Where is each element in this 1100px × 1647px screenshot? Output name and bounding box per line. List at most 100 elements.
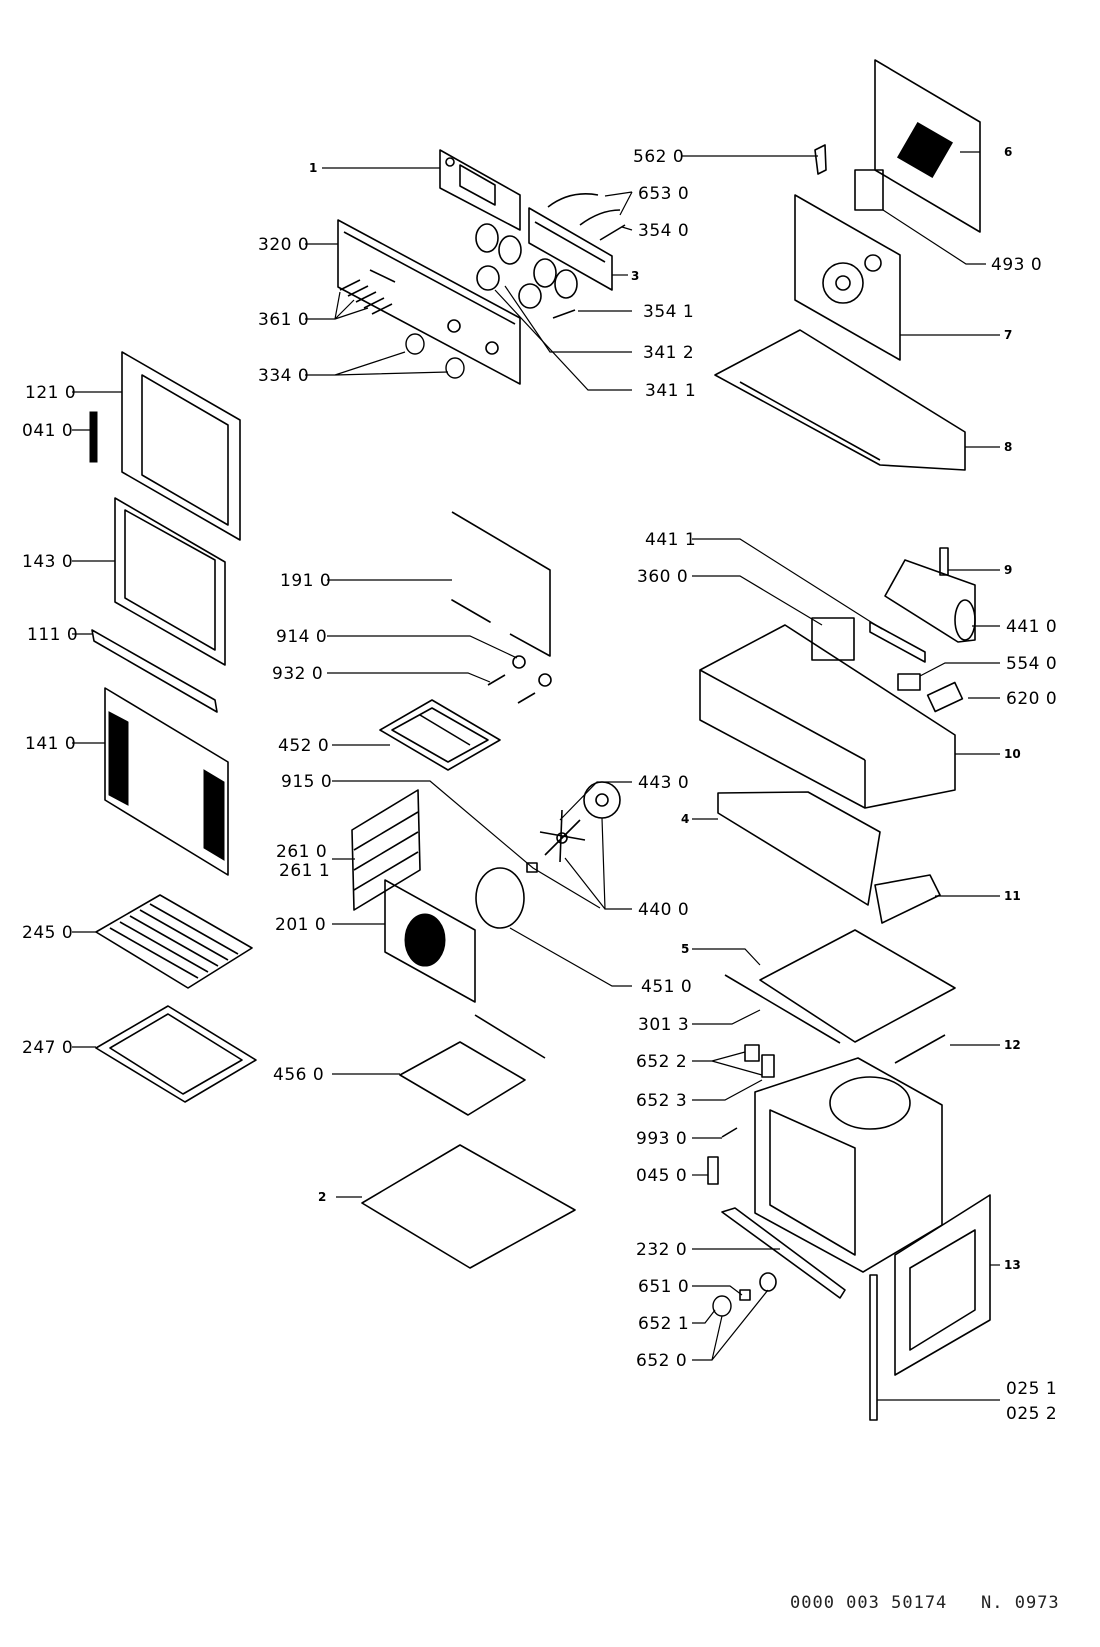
part-control-panel-cover: [439, 149, 521, 231]
part-door-seal: [451, 511, 551, 657]
label-915-0: 915 0: [281, 772, 332, 792]
label-562-0: 562 0: [633, 147, 684, 167]
label-301-3: 301 3: [638, 1015, 689, 1035]
label-354-1: 354 1: [643, 302, 694, 322]
part-outer-glass: [104, 687, 229, 876]
part-screw: [721, 1127, 738, 1138]
label-7: 7: [1004, 328, 1012, 342]
part-grill-element: [379, 699, 501, 771]
label-232-0: 232 0: [636, 1240, 687, 1260]
part-door-handle-strip: [91, 629, 218, 713]
part-bracket-11: [874, 874, 941, 924]
label-341-1: 341 1: [645, 381, 696, 401]
label-10: 10: [1004, 747, 1021, 761]
label-2: 2: [318, 1190, 326, 1204]
part-strip-12: [894, 1034, 946, 1064]
label-11: 11: [1004, 889, 1021, 903]
part-springs: [487, 674, 536, 704]
part-buttons: [339, 279, 393, 315]
label-440-0: 440 0: [638, 900, 689, 920]
label-451-0: 451 0: [641, 977, 692, 997]
part-switch: [814, 144, 827, 175]
label-1: 1: [309, 161, 317, 175]
part-latch: [707, 1156, 719, 1185]
part-wire-rack: [95, 894, 253, 989]
part-lamp: [926, 681, 964, 713]
part-side-panel-4: [717, 791, 881, 906]
leader-lines: [72, 151, 1000, 1401]
label-456-0: 456 0: [273, 1065, 324, 1085]
label-041-0: 041 0: [22, 421, 73, 441]
part-hinge: [89, 411, 98, 463]
part-motor-bushing: [526, 862, 538, 873]
part-fan-motor: [583, 781, 621, 819]
label-3: 3: [631, 269, 639, 283]
label-8: 8: [1004, 440, 1012, 454]
label-143-0: 143 0: [22, 552, 73, 572]
label-620-0: 620 0: [1006, 689, 1057, 709]
part-circuit-board: [528, 207, 613, 291]
label-651-0: 651 0: [638, 1277, 689, 1297]
label-4: 4: [681, 812, 689, 826]
part-bottom-plate: [361, 1144, 576, 1269]
part-back-wall: [794, 194, 901, 361]
part-door-inner-frame: [121, 351, 241, 541]
part-thermostat: [897, 673, 921, 691]
label-493-0: 493 0: [991, 255, 1042, 275]
label-261-1: 261 1: [279, 861, 330, 881]
part-top-frame: [699, 624, 956, 809]
label-554-0: 554 0: [1006, 654, 1057, 674]
label-354-0: 354 0: [638, 221, 689, 241]
label-914-0: 914 0: [276, 627, 327, 647]
label-360-0: 360 0: [637, 567, 688, 587]
label-932-0: 932 0: [272, 664, 323, 684]
part-bottom-strip-232: [721, 1207, 846, 1299]
label-9: 9: [1004, 563, 1012, 577]
label-121-0: 121 0: [25, 383, 76, 403]
part-wires: [547, 193, 626, 319]
label-652-3: 652 3: [636, 1091, 687, 1111]
part-circular-element: [475, 867, 525, 929]
label-247-0: 247 0: [22, 1038, 73, 1058]
label-334-0: 334 0: [258, 366, 309, 386]
label-443-0: 443 0: [638, 773, 689, 793]
label-191-0: 191 0: [280, 571, 331, 591]
label-201-0: 201 0: [275, 915, 326, 935]
part-terminal-strip: [869, 621, 926, 663]
label-141-0: 141 0: [25, 734, 76, 754]
part-clip-652-2: [744, 1044, 775, 1078]
label-361-0: 361 0: [258, 310, 309, 330]
document-code: 0000 003 50174: [790, 1593, 948, 1613]
part-bracket-9: [939, 547, 949, 576]
label-111-0: 111 0: [27, 625, 78, 645]
label-441-1: 441 1: [645, 530, 696, 550]
label-341-2: 341 2: [643, 343, 694, 363]
part-fan-cover: [384, 879, 476, 1003]
label-12: 12: [1004, 1038, 1021, 1052]
label-653-0: 653 0: [638, 184, 689, 204]
label-025-1: 025 1: [1006, 1379, 1057, 1399]
part-side-frame-13: [894, 1194, 991, 1376]
part-switch-rings: [475, 223, 578, 309]
label-045-0: 045 0: [636, 1166, 687, 1186]
part-front-panel: [337, 219, 521, 385]
part-side-rails: [351, 789, 421, 911]
label-441-0: 441 0: [1006, 617, 1057, 637]
label-13: 13: [1004, 1258, 1021, 1272]
label-6: 6: [1004, 145, 1012, 159]
part-oven-cavity: [754, 1057, 943, 1273]
label-261-0: 261 0: [276, 842, 327, 862]
label-5: 5: [681, 942, 689, 956]
label-245-0: 245 0: [22, 923, 73, 943]
part-knobs: [405, 333, 465, 379]
part-terminal-block: [811, 617, 855, 661]
label-452-0: 452 0: [278, 736, 329, 756]
part-rear-panel: [874, 59, 981, 233]
part-side-strip-025: [869, 1274, 878, 1421]
part-bottom-panel-5: [759, 929, 956, 1043]
label-652-1: 652 1: [638, 1314, 689, 1334]
part-tangential-fan: [884, 559, 976, 643]
label-320-0: 320 0: [258, 235, 309, 255]
part-lamp-holder: [712, 1272, 777, 1317]
